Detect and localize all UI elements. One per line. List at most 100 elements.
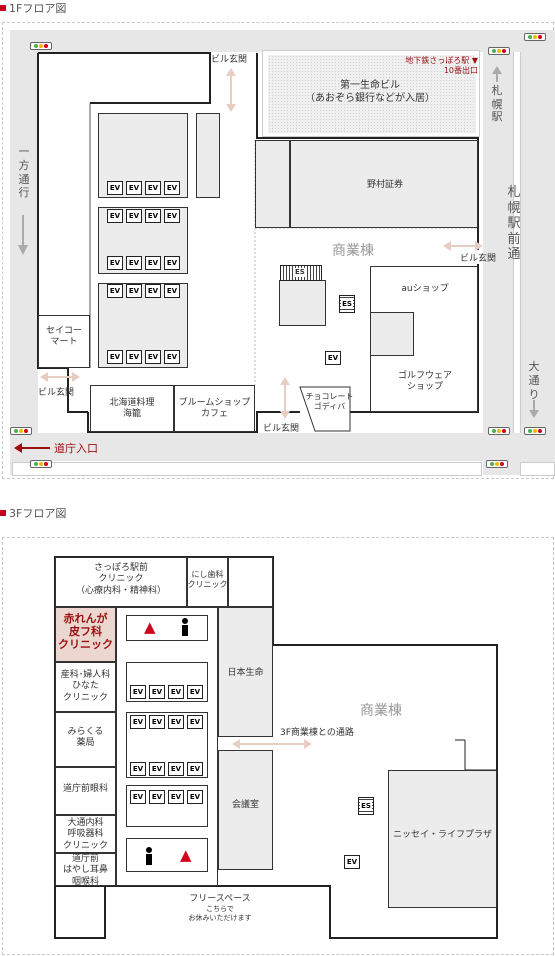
odori-label: 大通り: [528, 360, 540, 401]
restroom-male-icon: [145, 847, 153, 865]
godiva-room: [299, 386, 351, 432]
dochomae-eye-room: [55, 767, 116, 815]
nomura-room: [290, 140, 478, 228]
nihon-seimei-label: 日本生命: [227, 668, 264, 678]
au-inner-room: [370, 312, 414, 356]
daiichi-seimei-inner: [268, 55, 476, 133]
hokkaido-ryori-label: 北海道料理海籠: [109, 398, 155, 420]
floor3-frame: [2, 537, 554, 955]
elevator-icon: EV: [130, 762, 146, 776]
traffic-signal-icon: [524, 33, 546, 41]
hayashi-ent-room: [55, 853, 116, 886]
road-top: [10, 30, 555, 52]
elevator-icon: EV: [149, 762, 165, 776]
bldg-entrance-bottom-label: ビル玄関: [263, 424, 300, 434]
elevator-icon: EV: [325, 351, 341, 365]
golf-shop-label: ゴルフウェアショップ: [397, 371, 452, 393]
elevator-icon: EV: [107, 350, 123, 364]
elevator-icon: EV: [187, 790, 203, 804]
kaigishitsu-label: 会議室: [231, 800, 259, 810]
escalator-hall: [279, 280, 326, 326]
road-bottom: [10, 433, 555, 461]
mirakuru-room: [55, 712, 116, 767]
elevator-icon: EV: [145, 181, 161, 195]
elevator-icon: EV: [126, 350, 142, 364]
elevator-icon: EV: [149, 715, 165, 729]
entrance-arrow-icon: [443, 241, 483, 251]
seicomart-label: セイコーマート: [45, 326, 82, 348]
sapporo-clinic-label: さっぽろ駅前クリニック（心療内科・精神科）: [75, 563, 166, 596]
bldg-entrance-top-label: ビル玄関: [211, 55, 248, 65]
shogyoto-label-1f: 商業棟: [332, 243, 374, 259]
mirakuru-label: みらくる薬局: [67, 727, 104, 749]
sapporo-clinic-room: [55, 557, 187, 607]
entrance-arrow-icon: [40, 372, 80, 382]
elevator-icon: EV: [130, 790, 146, 804]
elevator-icon: EV: [126, 209, 142, 223]
elevator-icon: EV: [126, 284, 142, 298]
traffic-signal-icon: [10, 427, 32, 435]
one-way-arrow-icon: [18, 215, 28, 255]
restroom-female-icon: ▲: [144, 618, 156, 636]
elevator-icon: EV: [168, 685, 184, 699]
elevator-icon: EV: [145, 350, 161, 364]
elevator-icon: EV: [164, 256, 180, 270]
elevator-icon: EV: [107, 284, 123, 298]
bloom-shop-label: ブルームショップカフェ: [178, 398, 251, 420]
elevator-icon: EV: [149, 685, 165, 699]
traffic-signal-icon: [524, 427, 546, 435]
hinata-clinic-room: [55, 662, 116, 712]
elevator-icon: EV: [164, 181, 180, 195]
arrow-left-icon: [14, 443, 50, 453]
elevator-icon: EV: [149, 790, 165, 804]
restroom-male-icon: [181, 618, 189, 636]
elevator-icon: EV: [126, 256, 142, 270]
restroom-top: [126, 615, 208, 641]
daiichi-seimei-label: 第一生命ビル（あおぞら銀行などが入居）: [305, 80, 435, 104]
entrance-arrow-icon: [226, 68, 236, 112]
elevator-icon: EV: [126, 181, 142, 195]
sidewalk-left: [12, 462, 482, 476]
elevator-icon: EV: [187, 762, 203, 776]
dochou-entrance-label: 道庁入口: [54, 442, 98, 455]
elevator-icon: EV: [145, 256, 161, 270]
entrance-arrow-icon: [280, 377, 290, 419]
hokkaido-ryori-room: [90, 385, 174, 432]
elevator-icon: EV: [344, 855, 360, 869]
bldg-entrance-right-label: ビル玄関: [460, 254, 497, 264]
nihon-seimei-room: [218, 607, 273, 737]
elevator-icon: EV: [130, 685, 146, 699]
elevator-icon: EV: [145, 209, 161, 223]
escalator-label: ES: [294, 268, 306, 277]
elevator-icon: EV: [168, 762, 184, 776]
sapporo-station-label-2: 駅: [491, 110, 503, 123]
seicomart-room: [38, 315, 90, 368]
escalator-icon: ES: [358, 797, 374, 815]
nomura-label: 野村証券: [366, 180, 403, 190]
arrow-up-icon: [492, 66, 502, 82]
passage-arrow-icon: [232, 739, 312, 749]
nissay-plaza-room: [388, 770, 497, 908]
elevator-icon: EV: [168, 715, 184, 729]
akarenga-clinic-room[interactable]: [55, 607, 116, 662]
akarenga-clinic-label[interactable]: 赤れんが皮フ科クリニック: [58, 612, 113, 652]
elevator-icon: EV: [107, 209, 123, 223]
sapporo-station-label: 札幌: [491, 84, 503, 111]
bloom-shop-room: [174, 385, 255, 432]
odori-clinic-label: 大通内科呼吸器科クリニック: [62, 818, 108, 851]
traffic-signal-icon: [30, 42, 52, 50]
floor3-title: 3Fフロア図: [0, 505, 66, 521]
elevator-icon: EV: [168, 790, 184, 804]
elevator-icon: EV: [107, 256, 123, 270]
kaigishitsu-room: [218, 750, 273, 870]
au-shop-label: auショップ: [401, 284, 449, 294]
traffic-signal-icon: [488, 47, 510, 55]
elevator-icon: EV: [164, 350, 180, 364]
floor1-title: 1Fフロア図: [0, 0, 66, 16]
hayashi-ent-label: 道庁前はやし耳鼻咽喉科: [62, 854, 108, 887]
top-right-room: [228, 557, 273, 607]
small-room: [196, 113, 220, 198]
odori-clinic-room: [55, 815, 116, 853]
shogyoto-label-3f: 商業棟: [360, 703, 402, 719]
subway-exit-label: 地下鉄さっぽろ駅 ▼10番出口: [405, 56, 478, 75]
